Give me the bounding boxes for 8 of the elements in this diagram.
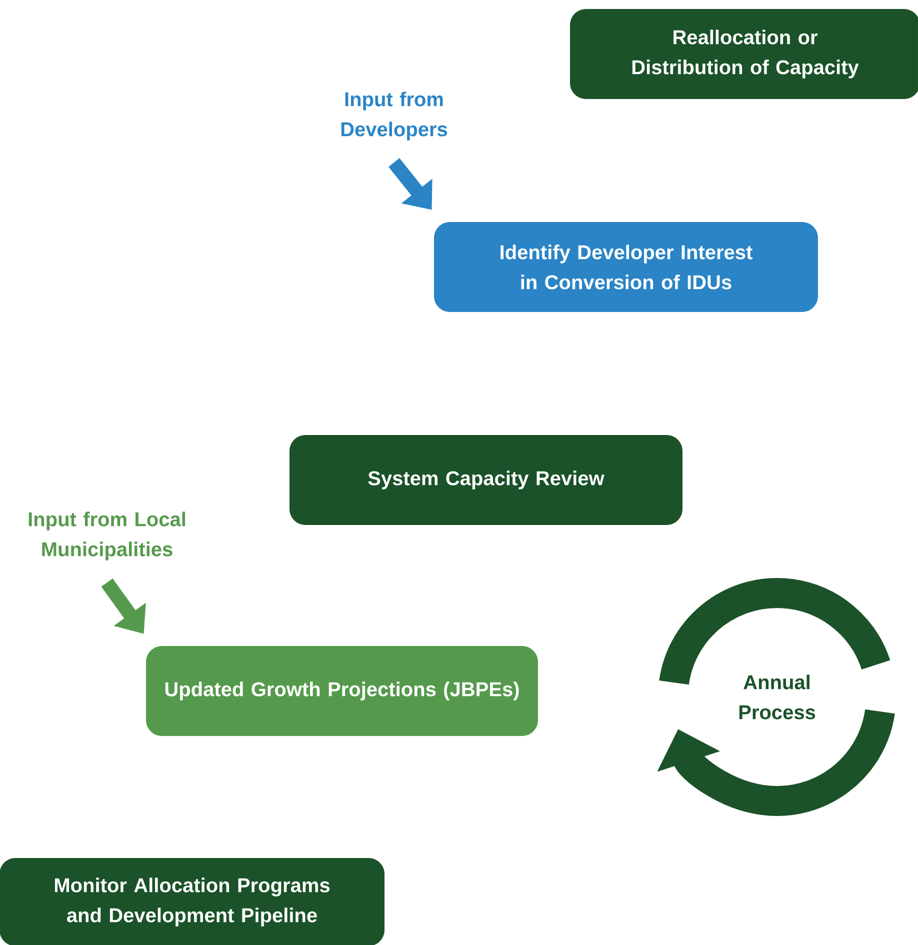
process-box: System Capacity Review (290, 435, 682, 525)
process-box: Reallocation or Distribution of Capacity (570, 9, 918, 99)
process-box: Monitor Allocation Programs and Development Pipeline (0, 858, 384, 945)
cycle-label: Annual Process (739, 674, 816, 720)
process-box: Updated Growth Projections (JBPEs) (146, 646, 538, 736)
input-label: Input from Local Municipalities (28, 512, 186, 560)
input-label: Input from Developers (341, 92, 448, 140)
process-box: Identify Developer Interest in Conversion of IDUs (434, 222, 818, 312)
